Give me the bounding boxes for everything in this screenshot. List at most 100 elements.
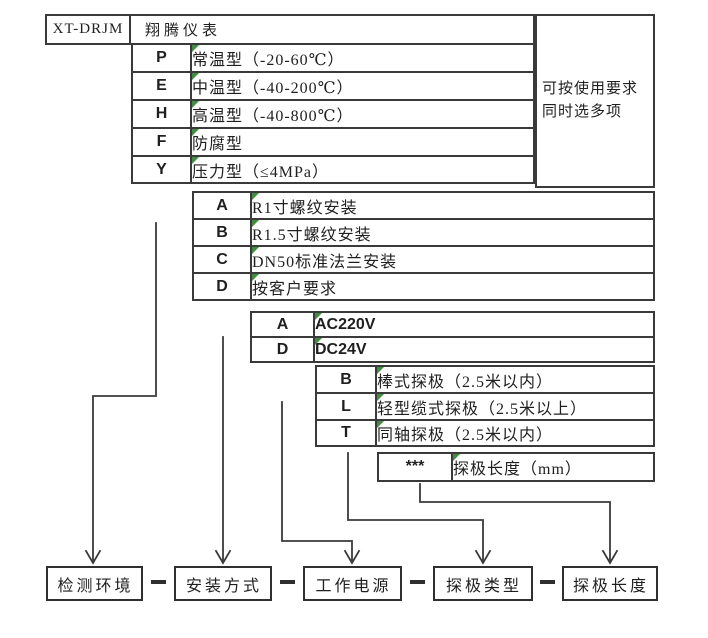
label-text: 探极长度	[572, 577, 649, 595]
code-cell: ***	[377, 452, 453, 482]
code-cell: F	[131, 127, 192, 157]
connector-detection-environment	[92, 222, 157, 561]
desc-text: 同轴探极（2.5米以内）	[377, 427, 554, 444]
label-text: 工作电源	[315, 577, 392, 595]
desc-cell: DN50标准法兰安装	[250, 245, 655, 274]
table-row: L 轻型缆式探极（2.5米以上）	[315, 392, 655, 421]
cell-corner-marker-icon	[193, 158, 199, 164]
code-cell: B	[192, 218, 252, 247]
desc-text: AC220V	[315, 315, 376, 333]
code-cell: H	[131, 99, 192, 129]
desc-cell: 常温型（-20-60℃）	[190, 43, 535, 73]
code-cell: A	[250, 311, 315, 338]
table-row: P 常温型（-20-60℃）	[131, 43, 535, 73]
desc-cell: 同轴探极（2.5米以内）	[375, 419, 655, 447]
cell-corner-marker-icon	[253, 248, 259, 254]
label-box-installation-method: 安装方式	[174, 566, 272, 601]
table-row: E 中温型（-40-200℃）	[131, 71, 535, 101]
connector-dash	[151, 580, 166, 584]
table-row: D DC24V	[250, 336, 655, 363]
connector-probe-length	[419, 483, 611, 561]
label-box-probe-length: 探极长度	[562, 566, 658, 601]
cell-corner-marker-icon	[454, 455, 460, 461]
code-cell: T	[315, 419, 377, 447]
table-row: A AC220V	[250, 311, 655, 338]
desc-cell: DC24V	[313, 336, 655, 363]
desc-text: R1.5寸螺纹安装	[252, 226, 372, 244]
table-detection-environment: P 常温型（-20-60℃） E 中温型（-40-200℃） H 高温型（-40…	[131, 43, 535, 184]
desc-cell: 轻型缆式探极（2.5米以上）	[375, 392, 655, 421]
desc-cell: 防腐型	[190, 127, 535, 157]
cell-corner-marker-icon	[193, 102, 199, 108]
desc-cell: R1寸螺纹安装	[250, 191, 655, 220]
arrowhead-down-icon	[601, 549, 619, 565]
arrowhead-down-icon	[343, 549, 361, 565]
table-row: *** 探极长度（mm）	[377, 452, 655, 482]
cell-corner-marker-icon	[316, 314, 322, 320]
desc-cell: 压力型（≤4MPa）	[190, 155, 535, 184]
desc-text: 防腐型	[192, 136, 244, 153]
code-cell: L	[315, 392, 377, 421]
label-box-probe-type: 探极类型	[433, 566, 533, 601]
table-row: D 按客户要求	[192, 272, 655, 301]
table-installation-method: A R1寸螺纹安装 B R1.5寸螺纹安装 C DN50标准法兰安装 D 按客户…	[192, 191, 655, 301]
cell-corner-marker-icon	[378, 368, 384, 374]
code-cell: B	[315, 365, 377, 394]
arrowhead-down-icon	[474, 549, 492, 565]
table-row: A R1寸螺纹安装	[192, 191, 655, 220]
connector-dash	[280, 580, 295, 584]
cell-corner-marker-icon	[193, 74, 199, 80]
brand-cell: 翔腾仪表	[129, 14, 535, 45]
label-box-detection-environment: 检测环境	[46, 566, 143, 601]
table-row: B R1.5寸螺纹安装	[192, 218, 655, 247]
model-code-cell: XT-DRJM	[45, 14, 131, 45]
desc-text: 按客户要求	[252, 280, 338, 298]
connector-dash	[410, 580, 425, 584]
desc-text: 轻型缆式探极（2.5米以上）	[377, 400, 588, 418]
desc-cell: 按客户要求	[250, 272, 655, 301]
brand-text: 翔腾仪表	[145, 23, 222, 39]
side-note-box: 可按使用要求 同时选多项	[535, 14, 655, 188]
label-text: 检测环境	[57, 577, 134, 595]
arrowhead-down-icon	[214, 549, 232, 565]
desc-cell: AC220V	[313, 311, 655, 338]
table-row: C DN50标准法兰安装	[192, 245, 655, 274]
cell-corner-marker-icon	[378, 422, 384, 428]
arrowhead-down-icon	[84, 549, 102, 565]
cell-corner-marker-icon	[316, 339, 322, 345]
code-cell: D	[250, 336, 315, 363]
code-cell: D	[192, 272, 252, 301]
desc-cell: 探极长度（mm）	[451, 452, 655, 482]
desc-cell: R1.5寸螺纹安装	[250, 218, 655, 247]
table-probe-length: *** 探极长度（mm）	[377, 452, 655, 482]
cell-corner-marker-icon	[193, 46, 199, 52]
cell-corner-marker-icon	[253, 194, 259, 200]
code-cell: E	[131, 71, 192, 101]
desc-text: 中温型（-40-200℃）	[192, 80, 354, 97]
table-row: T 同轴探极（2.5米以内）	[315, 419, 655, 447]
table-row: Y 压力型（≤4MPa）	[131, 155, 535, 184]
cell-corner-marker-icon	[378, 395, 384, 401]
desc-cell: 高温型（-40-800℃）	[190, 99, 535, 129]
desc-text: DN50标准法兰安装	[252, 253, 398, 271]
model-code-text: XT-DRJM	[52, 21, 124, 37]
desc-text: DC24V	[315, 340, 367, 358]
table-probe-type: B 棒式探极（2.5米以内） L 轻型缆式探极（2.5米以上） T 同轴探极（2…	[315, 365, 655, 447]
connector-dash	[540, 580, 555, 584]
desc-text: 棒式探极（2.5米以内）	[377, 373, 554, 391]
table-row: F 防腐型	[131, 127, 535, 157]
side-note-line1: 可按使用要求	[542, 81, 639, 97]
desc-text: R1寸螺纹安装	[252, 199, 358, 217]
code-cell: Y	[131, 155, 192, 184]
side-note-line2: 同时选多项	[542, 104, 623, 120]
code-cell: A	[192, 191, 252, 220]
desc-text: 压力型（≤4MPa）	[192, 163, 330, 181]
cell-corner-marker-icon	[193, 130, 199, 136]
code-cell: C	[192, 245, 252, 274]
desc-text: 高温型（-40-800℃）	[192, 108, 354, 125]
desc-text: 探极长度（mm）	[453, 461, 582, 478]
cell-corner-marker-icon	[253, 221, 259, 227]
label-text: 安装方式	[185, 577, 262, 595]
table-row: B 棒式探极（2.5米以内）	[315, 365, 655, 394]
